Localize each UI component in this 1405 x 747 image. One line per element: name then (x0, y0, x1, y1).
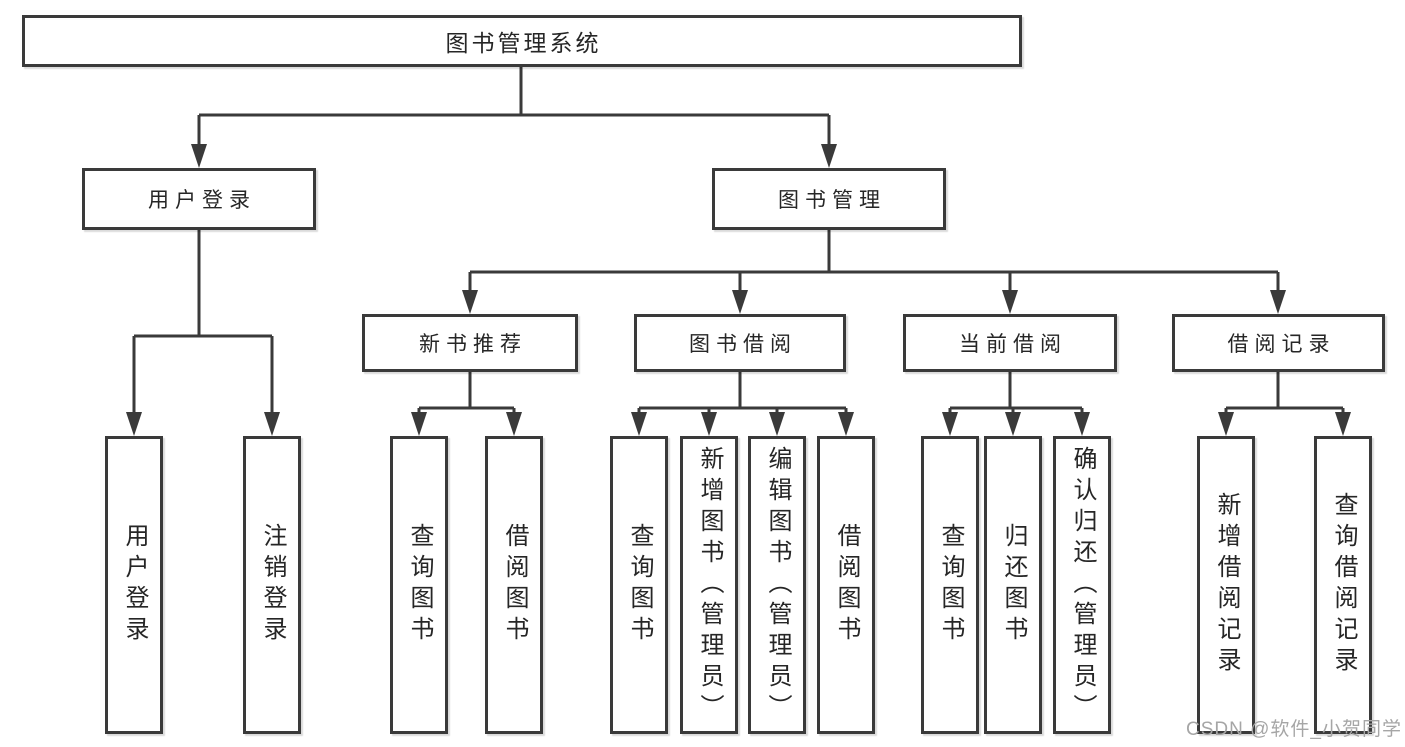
leaf-return-book: 归还图书 (984, 436, 1042, 734)
leaf-query-books-current-label: 查询图书 (937, 523, 964, 647)
leaf-query-borrow-record: 查询借阅记录 (1314, 436, 1372, 734)
leaf-edit-book-admin-label: 编辑图书（管理员） (764, 445, 791, 725)
node-root: 图书管理系统 (22, 15, 1022, 67)
node-root-label: 图书管理系统 (445, 30, 602, 56)
leaf-query-books-borrow: 查询图书 (610, 436, 668, 734)
leaf-query-books-recommend: 查询图书 (390, 436, 448, 734)
node-book-borrow: 图书借阅 (634, 314, 846, 372)
leaf-add-book-admin-label: 新增图书（管理员） (696, 445, 723, 725)
node-book-borrow-label: 图书借阅 (689, 333, 797, 356)
node-new-book-recommend-label: 新书推荐 (419, 333, 527, 356)
leaf-logout: 注销登录 (243, 436, 301, 734)
leaf-query-books-borrow-label: 查询图书 (626, 523, 653, 647)
leaf-add-borrow-record: 新增借阅记录 (1197, 436, 1255, 734)
node-borrow-records-label: 借阅记录 (1227, 333, 1336, 356)
leaf-add-borrow-record-label: 新增借阅记录 (1213, 492, 1240, 678)
leaf-borrow-books-recommend: 借阅图书 (485, 436, 543, 734)
node-borrow-records: 借阅记录 (1172, 314, 1385, 372)
arrowheads (126, 144, 1351, 436)
leaf-query-books-recommend-label: 查询图书 (406, 523, 433, 647)
leaf-confirm-return-admin-label: 确认归还（管理员） (1069, 445, 1096, 725)
node-current-borrow: 当前借阅 (903, 314, 1117, 372)
leaf-edit-book-admin: 编辑图书（管理员） (748, 436, 806, 734)
node-current-borrow-label: 当前借阅 (959, 333, 1067, 356)
node-user-login-branch: 用户登录 (82, 168, 316, 230)
leaf-confirm-return-admin: 确认归还（管理员） (1053, 436, 1111, 734)
leaf-return-book-label: 归还图书 (1000, 523, 1027, 647)
leaf-query-borrow-record-label: 查询借阅记录 (1330, 492, 1357, 678)
leaf-borrow-books-recommend-label: 借阅图书 (501, 523, 528, 647)
leaf-logout-label: 注销登录 (259, 523, 286, 647)
leaf-user-login: 用户登录 (105, 436, 163, 734)
leaf-borrow-books-2-label: 借阅图书 (833, 523, 860, 647)
node-user-login-branch-label: 用户登录 (148, 189, 256, 212)
leaf-query-books-current: 查询图书 (921, 436, 979, 734)
csdn-watermark: CSDN @软件_小贺同学 (1186, 719, 1402, 740)
node-book-management-label: 图书管理 (778, 189, 886, 212)
leaf-user-login-label: 用户登录 (121, 523, 148, 647)
node-new-book-recommend: 新书推荐 (362, 314, 578, 372)
leaf-add-book-admin: 新增图书（管理员） (680, 436, 738, 734)
node-book-management: 图书管理 (712, 168, 946, 230)
leaf-borrow-books-2: 借阅图书 (817, 436, 875, 734)
